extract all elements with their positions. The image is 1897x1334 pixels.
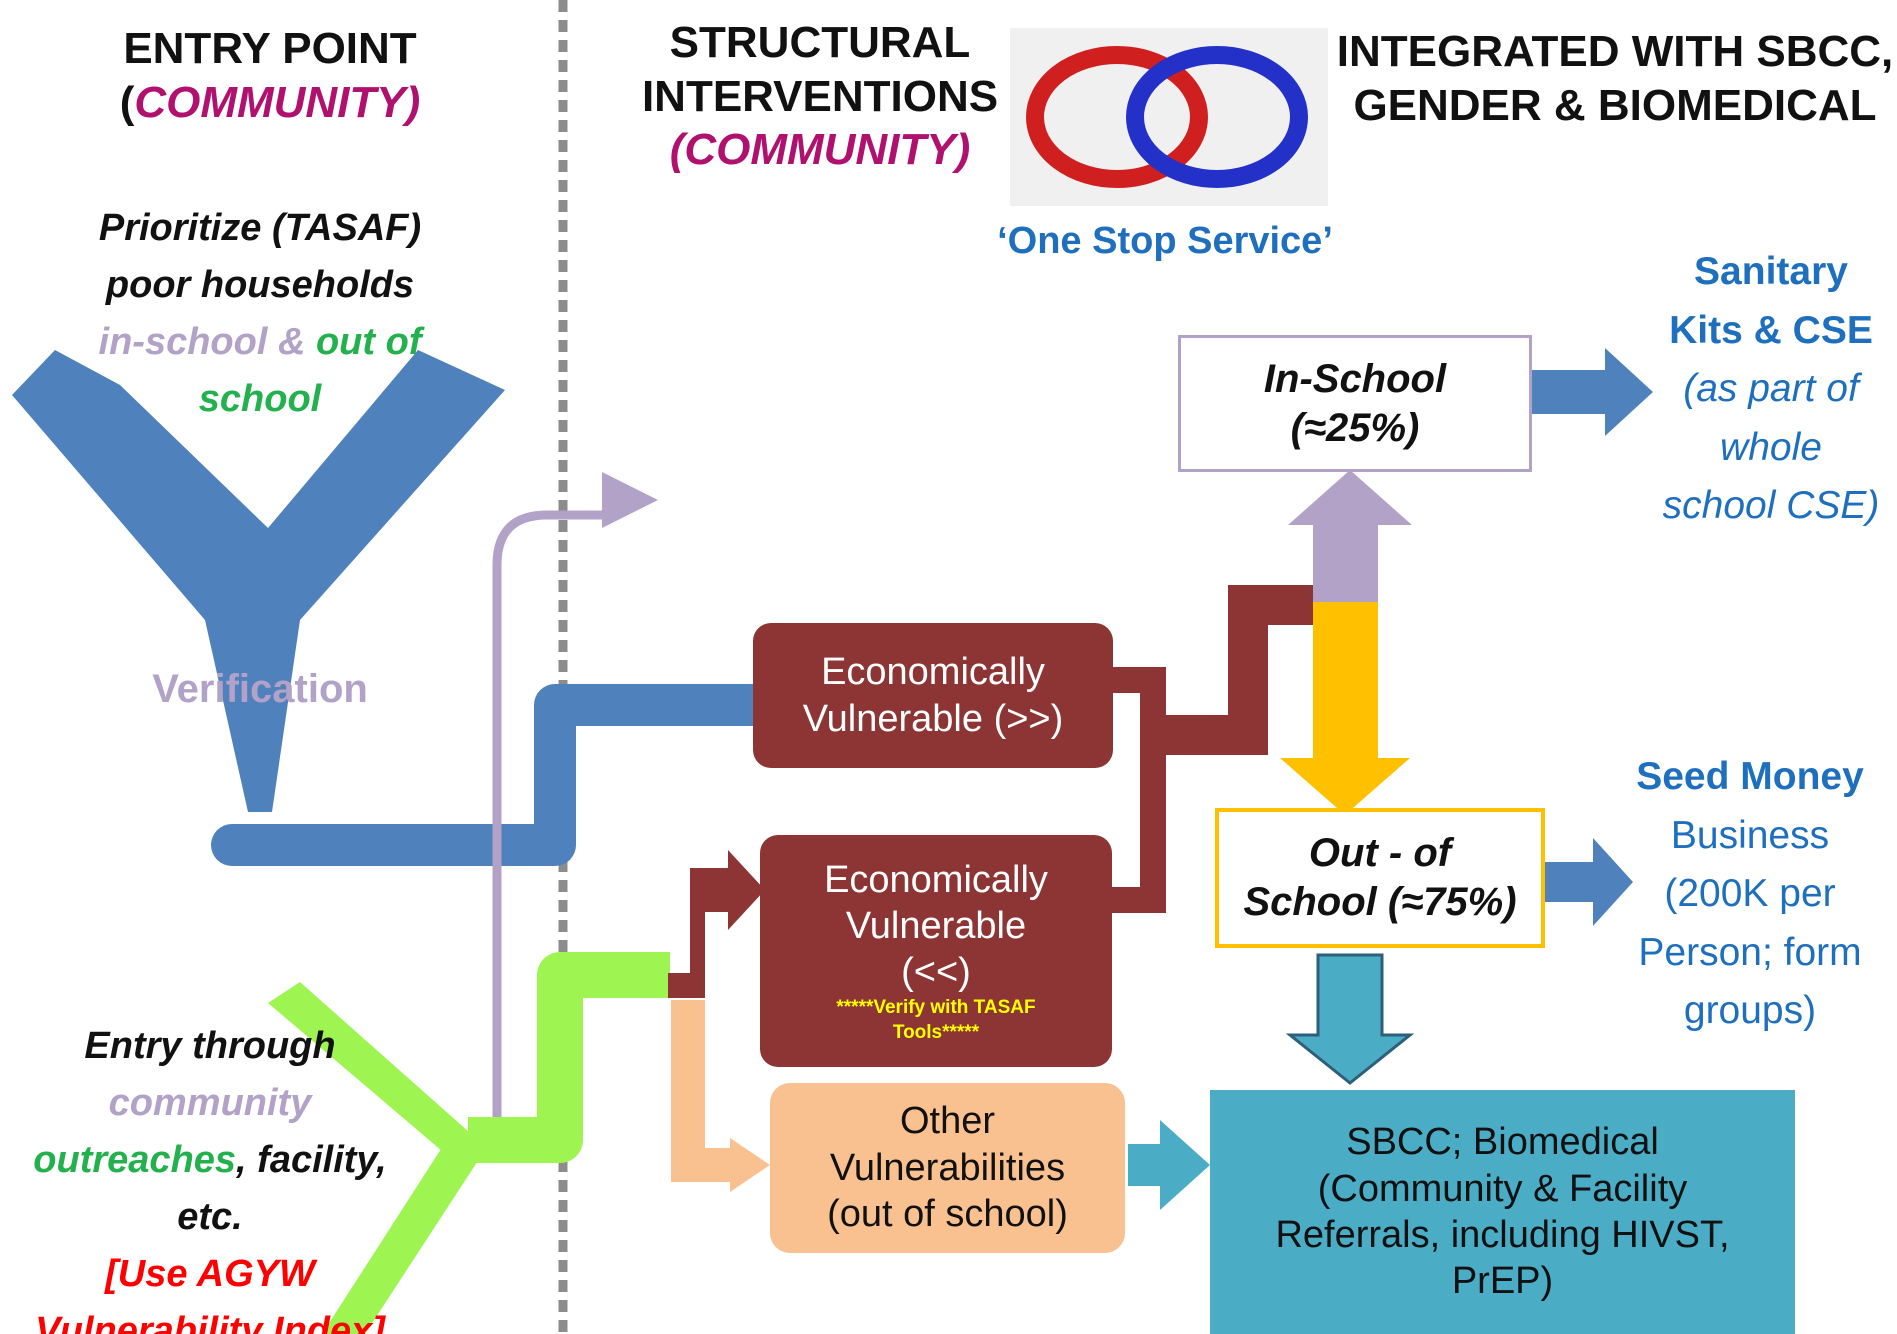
box-sbcc-biomedical: SBCC; Biomedical (Community & Facility R… <box>1210 1090 1795 1334</box>
seed-line1: Seed Money <box>1636 755 1864 798</box>
sbcc-line1: SBCC; Biomedical <box>1346 1121 1659 1164</box>
econ-high-line1: Economically <box>821 651 1045 694</box>
header-structural: STRUCTURAL INTERVENTIONS (COMMUNITY) <box>630 16 1010 177</box>
lavender-arrow-head <box>602 472 658 528</box>
paren-open: ( <box>119 77 135 127</box>
in-school-label: in-school <box>98 321 268 363</box>
left-top-line3: in-school & out of <box>50 314 470 371</box>
other-line3: (out of school) <box>827 1193 1068 1236</box>
verify-tasaf-note: *****Verify with TASAF <box>836 996 1036 1018</box>
ampersand: & <box>267 321 316 363</box>
green-funnel-stem <box>322 1135 485 1334</box>
header-entry-point-line2: (COMMUNITY) <box>85 76 455 130</box>
outreaches-line: outreaches, facility, <box>0 1132 420 1189</box>
maroon-connector <box>1110 667 1166 913</box>
verification-label: Verification <box>152 667 368 711</box>
out-school-line1: Out - of <box>1308 831 1452 876</box>
header-entry-point-line1: ENTRY POINT <box>123 24 417 73</box>
header-integrated: INTEGRATED WITH SBCC, GENDER & BIOMEDICA… <box>1335 25 1895 132</box>
sbcc-line2: (Community & Facility <box>1317 1167 1688 1210</box>
out-school-line2: School (≈75%) <box>1243 880 1517 924</box>
entry-through-line: Entry through <box>84 1025 336 1067</box>
in-school-line2: (≈25%) <box>1290 405 1420 450</box>
box-other-vulnerabilities: Other Vulnerabilities (out of school) <box>770 1083 1125 1253</box>
seed-line4: Person; form <box>1638 930 1862 974</box>
etc-line: etc. <box>177 1196 243 1238</box>
left-top-line1: Prioritize (TASAF) <box>98 207 422 249</box>
green-funnel-left-arm <box>268 982 478 1162</box>
other-line1: Other <box>899 1100 996 1143</box>
header-entry-point: ENTRY POINT (COMMUNITY) <box>85 22 455 129</box>
box-economically-vulnerable-low: Economically Vulnerable (<<) *****Verify… <box>760 835 1112 1067</box>
use-agyw-line: [Use AGYW <box>105 1253 315 1295</box>
in-school-line1: In-School <box>1263 356 1447 401</box>
sanitary-line2: Kits & CSE <box>1669 308 1873 352</box>
econ-low-line1: Economically <box>824 858 1048 901</box>
rings-logo <box>1010 28 1328 206</box>
peach-pipe <box>671 1000 736 1182</box>
sbcc-line3: Referrals, including HIVST, <box>1275 1214 1730 1256</box>
box-in-school: In-School (≈25%) <box>1178 335 1532 472</box>
one-stop-service-label: ‘One Stop Service’ <box>997 220 1333 262</box>
header-structural-line2: INTERVENTIONS <box>641 71 999 121</box>
blue-pipe <box>211 684 786 866</box>
peach-arrow-head <box>730 1138 770 1192</box>
maroon-pipe-up <box>1153 585 1318 755</box>
school-label: school <box>198 378 322 420</box>
header-structural-community: (COMMUNITY) <box>669 125 971 175</box>
vulnerability-index-line: Vulnerability Index] <box>35 1310 385 1334</box>
seed-line5: groups) <box>1683 989 1817 1032</box>
maroon-arrow-to-econ-low <box>668 850 765 998</box>
teal-arrow-to-sbcc <box>1128 1120 1210 1210</box>
teal-down-arrow <box>1285 953 1415 1085</box>
left-top-line2: poor households <box>105 264 415 306</box>
sanitary-line3: (as part of <box>1683 367 1859 410</box>
box-economically-vulnerable-high: Economically Vulnerable (>>) <box>753 623 1113 768</box>
lavender-up-arrow <box>1288 470 1412 602</box>
seed-line3: (200K per <box>1664 872 1836 915</box>
green-pipe <box>468 952 670 1163</box>
arrow-to-sanitary <box>1532 348 1653 436</box>
econ-low-line3: (<<) <box>901 951 971 994</box>
box-out-of-school: Out - of School (≈75%) <box>1215 808 1545 948</box>
outreaches-label: outreaches <box>33 1139 237 1181</box>
header-integrated-line2: GENDER & BIOMEDICAL <box>1353 80 1877 130</box>
community-label: COMMUNITY) <box>134 77 421 127</box>
sanitary-line1: Sanitary <box>1694 250 1848 293</box>
lavender-arrow-line <box>492 510 610 1130</box>
out-of-label: out of <box>315 321 422 363</box>
sanitary-line4: whole <box>1720 425 1822 469</box>
verify-tasaf-note-tools: Tools***** <box>892 1021 980 1043</box>
other-line2: Vulnerabilities <box>829 1146 1066 1189</box>
header-structural-line1: STRUCTURAL <box>669 18 971 67</box>
outcome-sanitary-kits: Sanitary Kits & CSE (as part of whole sc… <box>1645 243 1897 536</box>
econ-low-line2: Vulnerable <box>845 905 1027 948</box>
blue-funnel-shape <box>12 350 505 812</box>
left-top-text: Prioritize (TASAF) poor households in-sc… <box>50 200 470 428</box>
gold-down-arrow <box>1280 602 1410 815</box>
econ-high-line2: Vulnerable (>>) <box>802 697 1064 740</box>
seed-line2: Business <box>1670 813 1830 857</box>
left-bottom-text: Entry through community outreaches, faci… <box>0 1018 420 1334</box>
sanitary-line5: school CSE) <box>1662 484 1880 527</box>
facility-label: , facility, <box>236 1139 387 1181</box>
sbcc-line4: PrEP) <box>1451 1260 1554 1303</box>
outcome-seed-money: Seed Money Business (200K per Person; fo… <box>1615 748 1885 1041</box>
header-integrated-line1: INTEGRATED WITH SBCC, <box>1336 27 1894 76</box>
arrow-to-seed-money <box>1545 838 1633 926</box>
community-line: community <box>108 1082 312 1124</box>
